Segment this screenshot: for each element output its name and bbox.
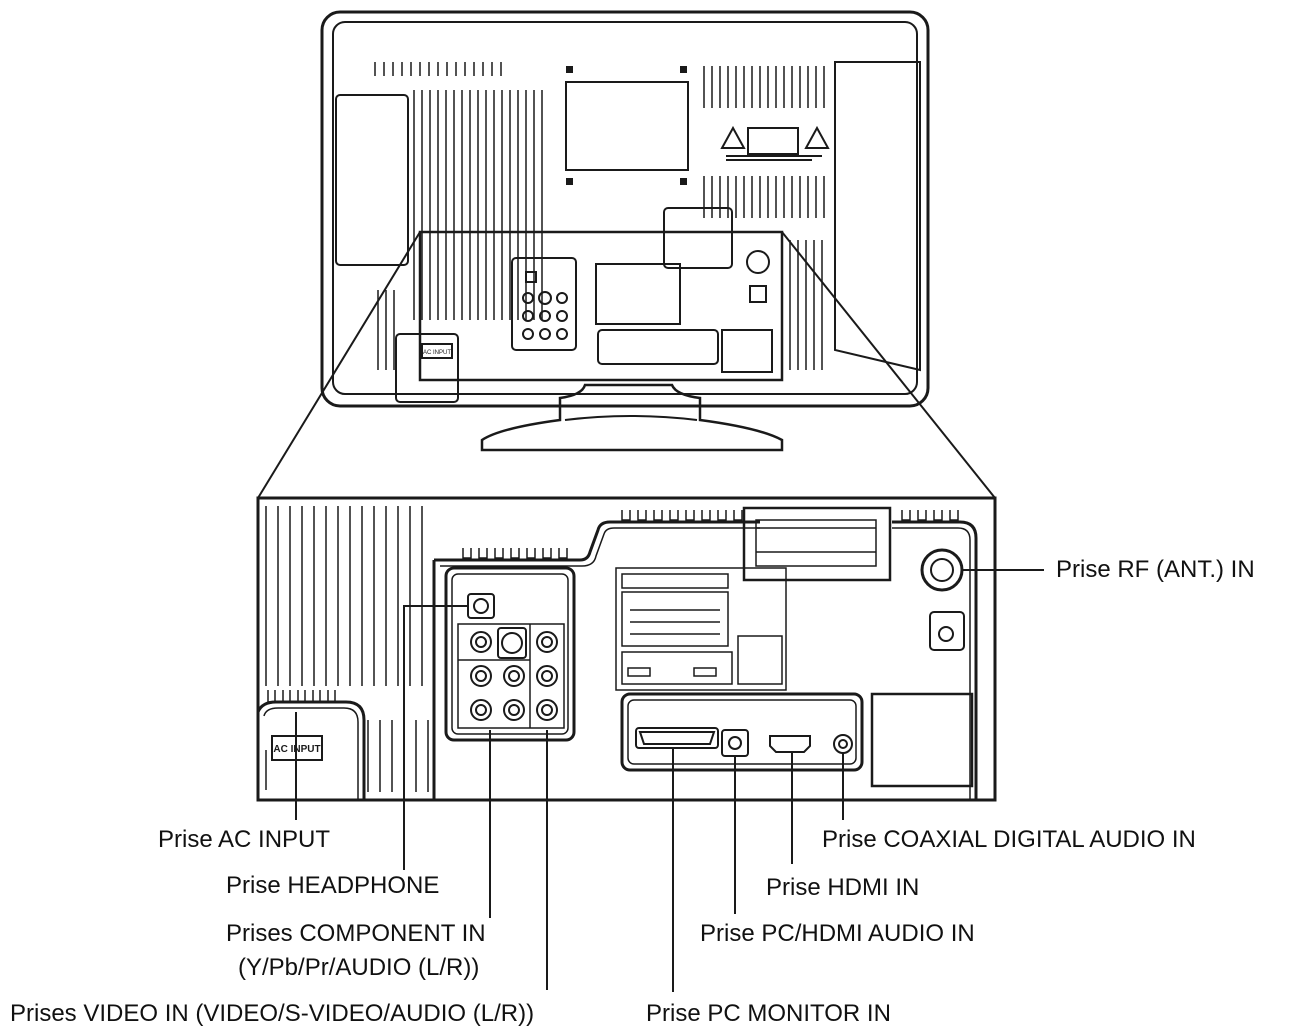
digital-out-jack bbox=[929, 611, 965, 651]
pc-hdmi-block bbox=[620, 692, 864, 772]
ac-input-plate-small-text: AC INPUT bbox=[423, 350, 451, 356]
label-coaxial-digital-audio-in: Prise COAXIAL DIGITAL AUDIO IN bbox=[822, 826, 1196, 853]
recess-notches bbox=[462, 510, 959, 559]
component-video-frame bbox=[457, 623, 565, 729]
terminal-area-outline bbox=[418, 230, 784, 382]
label-hdmi-in: Prise HDMI IN bbox=[766, 874, 920, 901]
zoom-panel-frame bbox=[256, 496, 997, 802]
vent-slots-top-right bbox=[703, 66, 825, 370]
av-input-block-small bbox=[511, 257, 577, 351]
label-ac-input: Prise AC INPUT bbox=[158, 826, 331, 853]
label-pc-hdmi-audio-in: Prise PC/HDMI AUDIO IN bbox=[700, 920, 975, 947]
tv-stand bbox=[480, 383, 784, 452]
zoom-vent-slots-left bbox=[265, 506, 429, 792]
connector-label-area bbox=[615, 567, 787, 691]
label-video-in: Prises VIDEO IN (VIDEO/S-VIDEO/AUDIO (L/… bbox=[10, 1000, 535, 1027]
pc-hdmi-block-small bbox=[597, 329, 719, 365]
right-side-panel bbox=[834, 61, 921, 372]
side-box-small bbox=[721, 329, 773, 373]
vent-slots-top-left bbox=[374, 62, 543, 320]
label-component-in-sub: (Y/Pb/Pr/AUDIO (L/R)) bbox=[238, 954, 480, 981]
rca-jacks bbox=[470, 631, 558, 721]
hdmi-jack bbox=[769, 735, 811, 753]
av-input-block bbox=[444, 566, 576, 742]
zoom-line-right bbox=[781, 231, 996, 499]
label-component-in: Prises COMPONENT IN bbox=[226, 920, 486, 947]
connector-label-small bbox=[595, 263, 681, 325]
leader-headphone bbox=[403, 605, 468, 870]
leader-lines bbox=[295, 569, 1044, 992]
vent-slots-bottom bbox=[377, 290, 395, 370]
left-side-panel bbox=[335, 94, 409, 266]
tv-back-view: AC INPUT bbox=[320, 10, 930, 452]
pc-hdmi-audio-jack bbox=[721, 729, 749, 757]
label-pc-monitor-in: Prise PC MONITOR IN bbox=[646, 1000, 891, 1027]
right-side-box bbox=[870, 692, 974, 788]
av-jacks-small bbox=[522, 271, 568, 340]
coax-small bbox=[749, 285, 767, 303]
recess-outline bbox=[432, 520, 978, 800]
handle-small bbox=[663, 207, 733, 269]
label-headphone: Prise HEADPHONE bbox=[226, 872, 440, 899]
zoom-line-left bbox=[257, 231, 421, 499]
warning-label bbox=[720, 125, 830, 161]
ac-input-block-small bbox=[395, 333, 459, 403]
ac-input-block: AC INPUT bbox=[256, 690, 366, 800]
mount-holes bbox=[566, 66, 687, 185]
pc-monitor-jack bbox=[638, 731, 716, 745]
rf-ant-jack bbox=[920, 548, 964, 592]
tv-back-housing bbox=[320, 10, 930, 408]
rf-jack-small bbox=[746, 250, 770, 274]
wall-mount-area bbox=[565, 81, 689, 171]
tv-back-inner-frame bbox=[332, 21, 918, 395]
ac-input-plate-small bbox=[421, 343, 453, 359]
carry-handle bbox=[742, 506, 892, 582]
coaxial-jack bbox=[833, 734, 853, 754]
s-video-jack bbox=[497, 627, 527, 659]
terminal-panel-zoom: AC INPUT bbox=[256, 496, 997, 802]
headphone-jack bbox=[467, 593, 495, 619]
label-rf-ant-in: Prise RF (ANT.) IN bbox=[1056, 556, 1255, 583]
